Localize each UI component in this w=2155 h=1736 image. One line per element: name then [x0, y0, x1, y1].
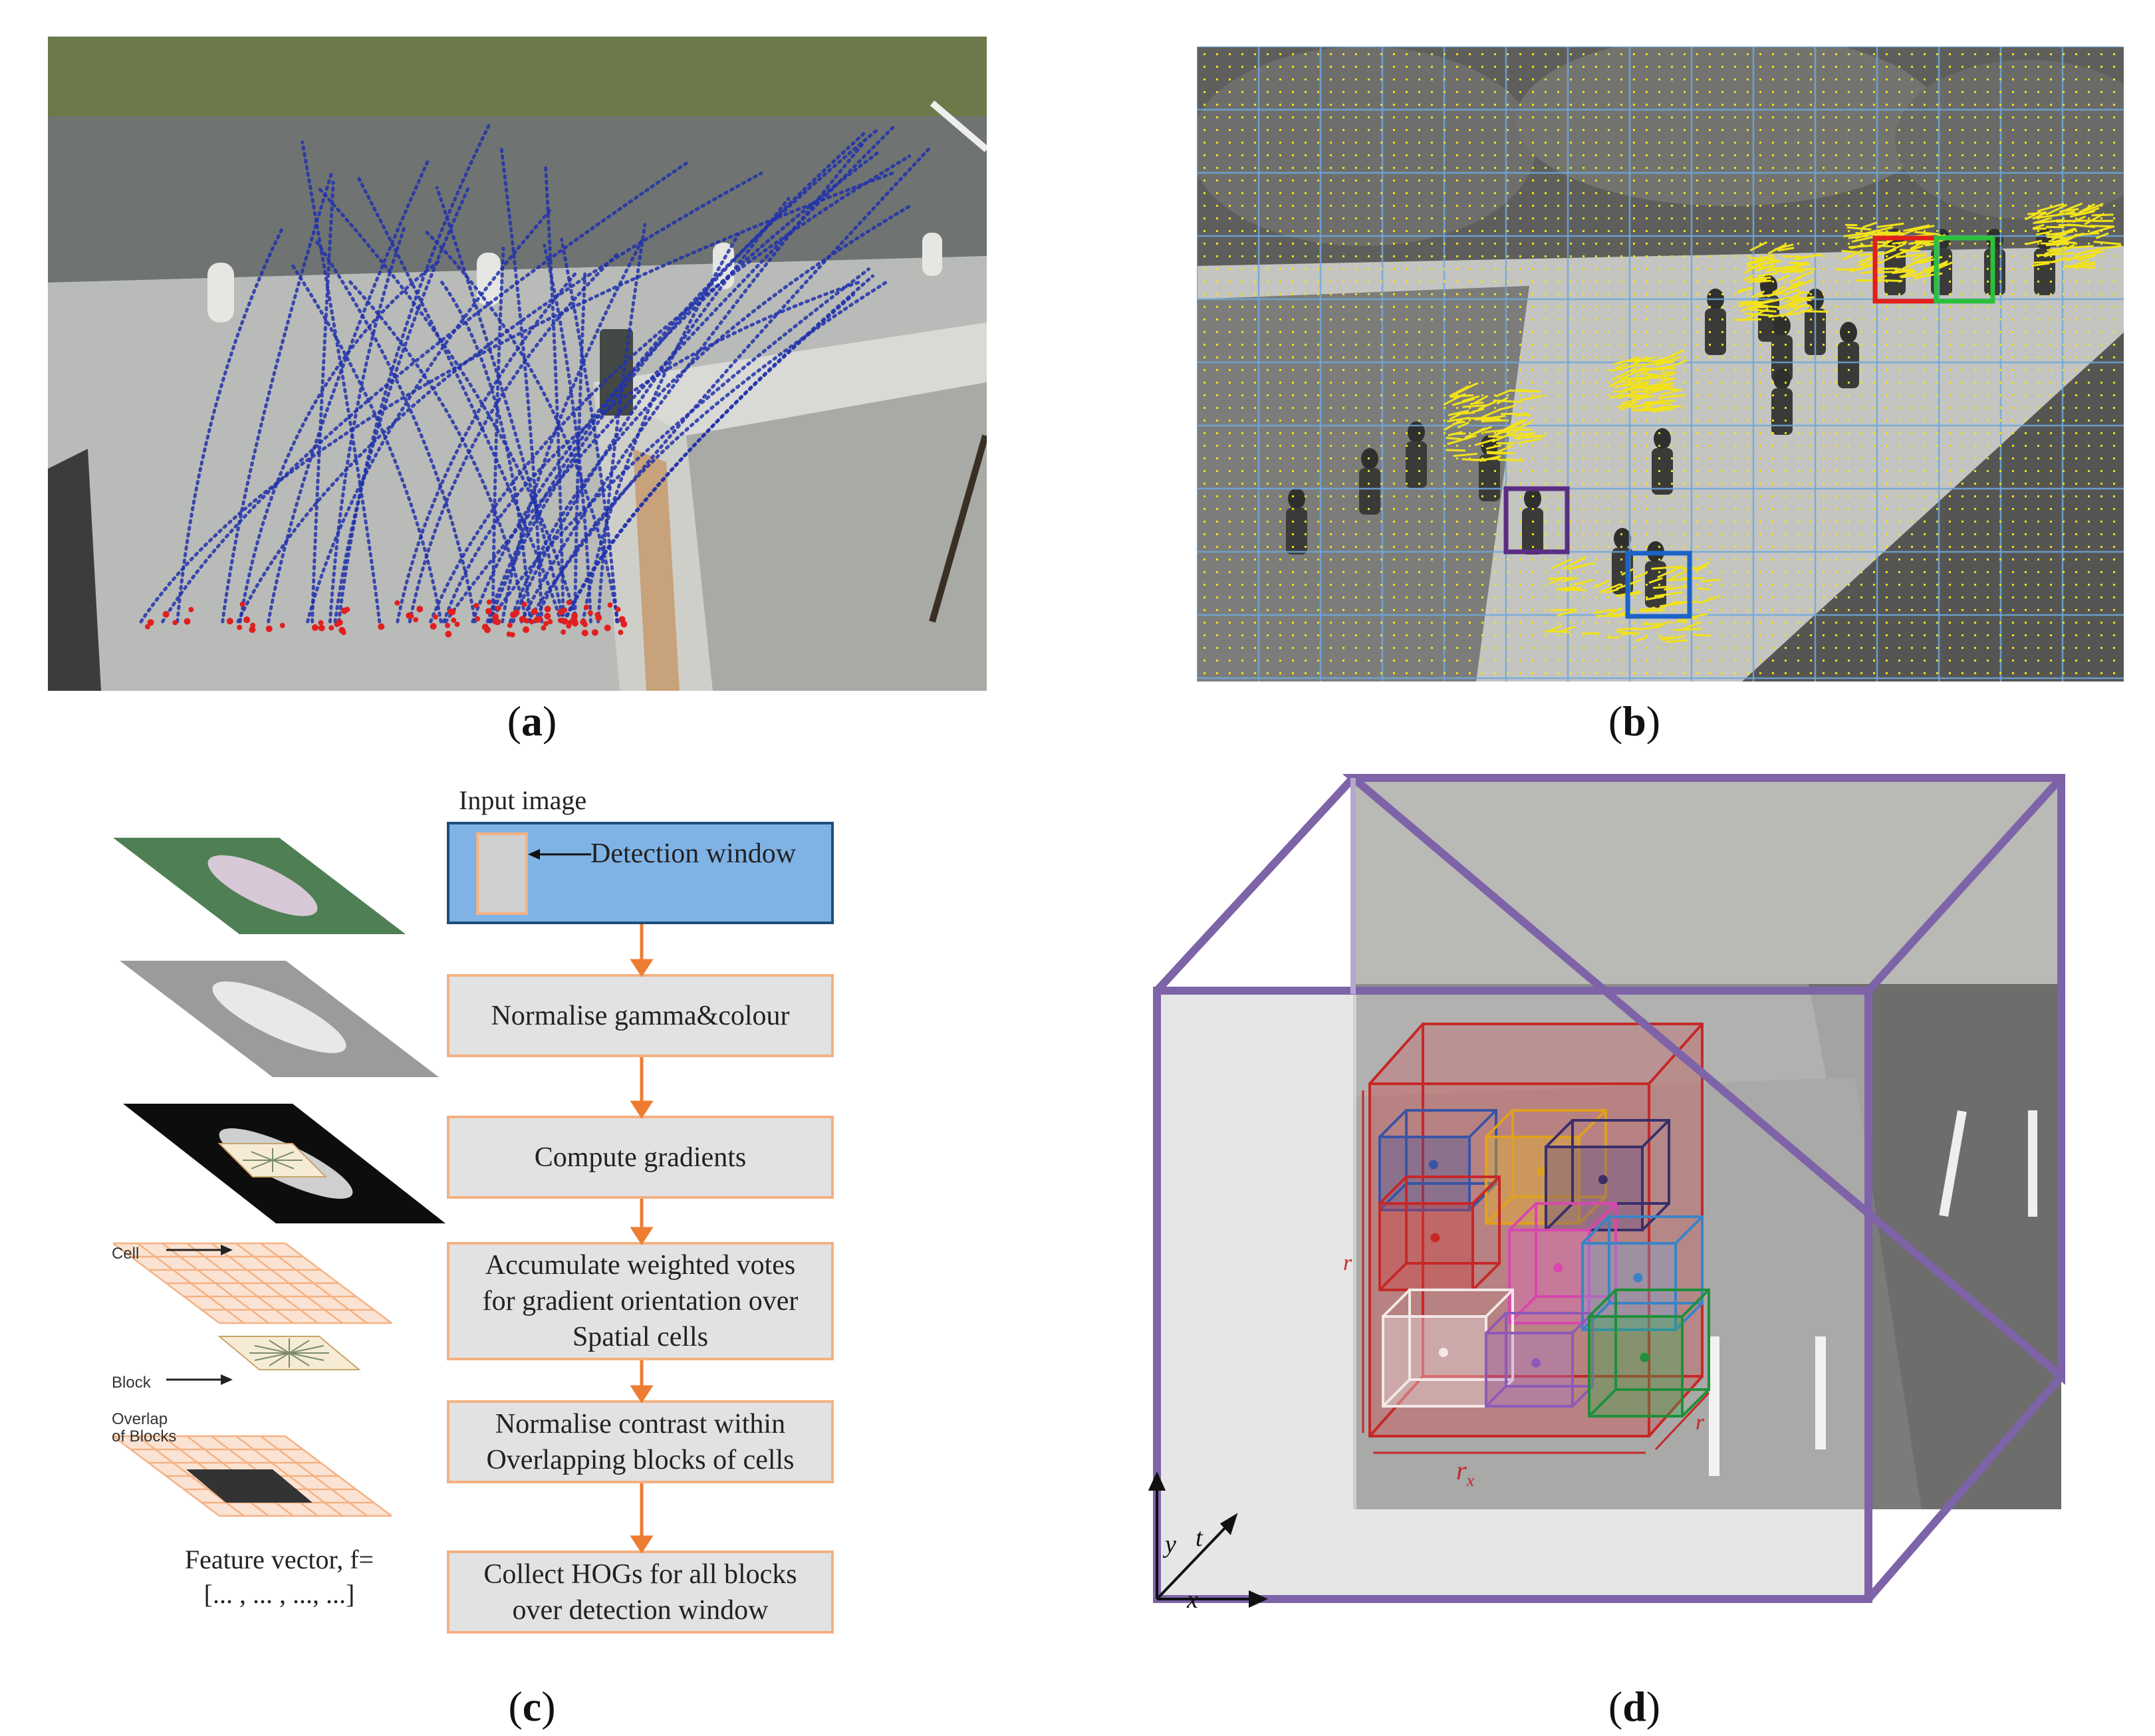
arrow-5: [630, 1535, 654, 1554]
optical-flow-scene: [1197, 47, 2124, 682]
detection-window-rect: [476, 832, 528, 915]
purple-detection-box: [1503, 486, 1570, 555]
input-image-label: Input image: [459, 785, 587, 815]
step-collect-hogs-label: Collect HOGs for all blocks over detecti…: [483, 1558, 797, 1626]
arrow-2: [630, 1100, 654, 1119]
grass-strip: [48, 37, 987, 116]
step-compute-gradients: Compute gradients: [447, 1116, 834, 1199]
sub-region-cubes: [1378, 1109, 1710, 1418]
step-normalise-gamma: Normalise gamma&colour: [447, 974, 834, 1057]
y-axis-label: y: [1162, 1531, 1176, 1558]
step-accumulate-votes: Accumulate weighted votes for gradient o…: [447, 1242, 834, 1360]
step-accumulate-votes-label: Accumulate weighted votes for gradient o…: [482, 1250, 799, 1352]
block-grid-plane: [112, 1336, 392, 1517]
cube-figure: rx r r x y t: [1148, 774, 2065, 1614]
label-overlap: Overlap of Blocks: [112, 1410, 177, 1445]
t-axis-arrow: [1219, 1513, 1238, 1535]
step-normalise-gamma-label: Normalise gamma&colour: [491, 1000, 790, 1031]
blue-detection-box: [1625, 551, 1692, 619]
pedestrian-trajectories: [139, 122, 930, 624]
outer-video-volume-cube: [1153, 774, 2065, 1603]
hog-image-stack: [112, 838, 445, 1517]
rt-label: r: [1696, 1410, 1705, 1435]
step-normalise-contrast-label: Normalise contrast within Overlapping bl…: [486, 1408, 795, 1475]
axes: [1148, 1471, 1268, 1608]
x-axis-label: x: [1186, 1586, 1198, 1614]
panel-b-photo: [1197, 47, 2124, 682]
shadow-area: [1742, 332, 2124, 682]
panel-c-hog-flowchart: Cell Block Overlap of Blocks Feature vec…: [0, 771, 931, 1656]
block-pointer-arrow: [221, 1374, 233, 1385]
flow-arrows: [630, 924, 654, 1554]
rx-label: rx: [1456, 1455, 1475, 1490]
step-collect-hogs: Collect HOGs for all blocks over detecti…: [447, 1550, 834, 1634]
trajectory-endpoints: [144, 599, 628, 638]
grid-overlay: [1197, 47, 2124, 682]
green-detection-box: [1934, 235, 1995, 304]
t-axis-label: t: [1196, 1524, 1204, 1552]
detection-window-label: Detection window: [590, 838, 797, 869]
detection-window-arrow: [528, 849, 540, 860]
x-axis-arrow: [1249, 1590, 1268, 1608]
y-axis-arrow: [1148, 1471, 1166, 1491]
step-normalise-contrast: Normalise contrast within Overlapping bl…: [447, 1400, 834, 1483]
cell-pointer-arrow: [221, 1245, 233, 1255]
trajectory-scene: [48, 37, 987, 691]
caption-b: (b): [1608, 697, 1661, 745]
label-block: Block: [112, 1374, 151, 1392]
road: [48, 116, 987, 283]
bollard: [922, 233, 942, 276]
arrow-3: [630, 1227, 654, 1245]
cell-grid-plane: [112, 1143, 392, 1324]
flow-sample-dots: [1204, 53, 2115, 674]
ry-label: r: [1343, 1251, 1352, 1275]
step-compute-gradients-label: Compute gradients: [534, 1142, 747, 1173]
input-image-box: Detection window: [447, 822, 834, 924]
caption-d: (d): [1608, 1683, 1661, 1730]
bollard: [207, 263, 234, 322]
arrow-1: [630, 959, 654, 977]
panel-a-photo: [48, 37, 987, 691]
panel-d-spatiotemporal-cube: rx r r x y t: [1124, 765, 2088, 1642]
dimension-lines: [1362, 1090, 1710, 1454]
arrow-4: [630, 1385, 654, 1404]
label-cell: Cell: [112, 1245, 140, 1263]
caption-a: (a): [507, 697, 557, 745]
caption-c: (c): [508, 1683, 556, 1730]
feature-vector-label: Feature vector, f= [... , ... , ..., ...…: [184, 1545, 374, 1609]
